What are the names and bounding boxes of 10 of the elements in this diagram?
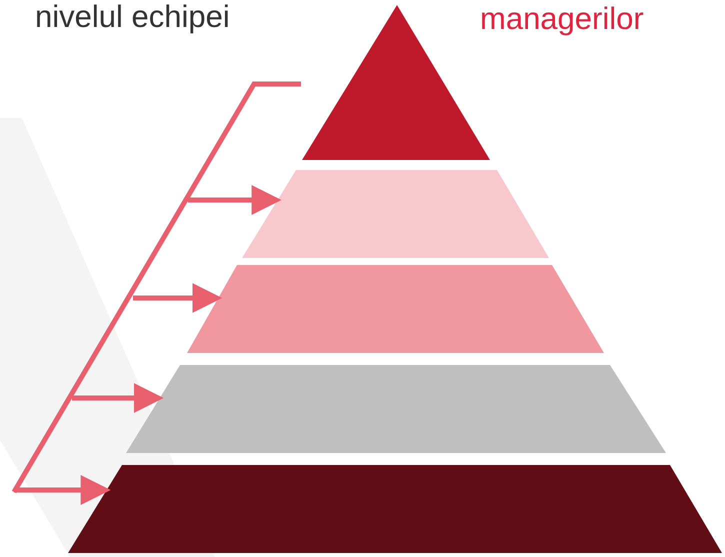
heading-text: nivelul echipei	[35, 0, 230, 34]
pyramid-layer	[187, 265, 604, 353]
arrow	[133, 283, 222, 313]
pyramid-layer	[126, 365, 666, 453]
pyramid-layer	[242, 170, 549, 258]
heading-text: managerilor	[480, 2, 644, 36]
arrow	[188, 185, 282, 215]
arrow	[72, 383, 164, 413]
arrow	[14, 475, 111, 505]
pyramid-layer	[68, 465, 722, 553]
